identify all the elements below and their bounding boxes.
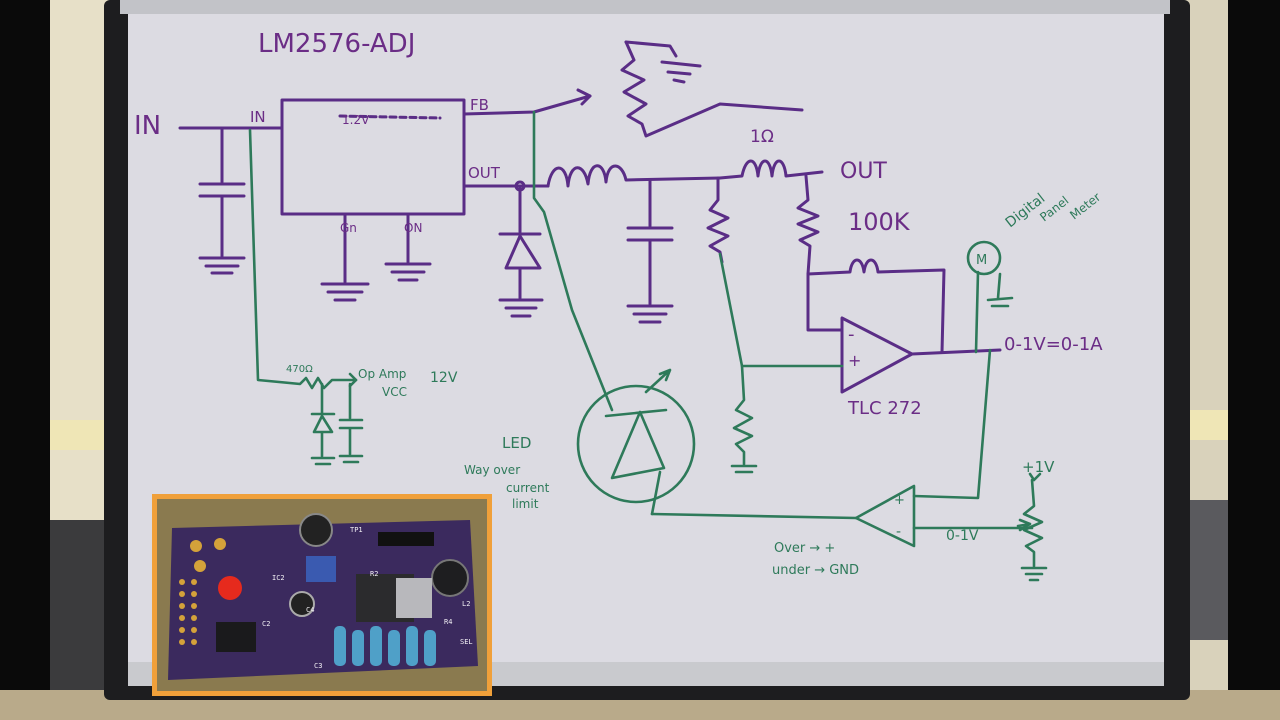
pcb-photo-inset: TP1 IC2 R2 L2 C2 C3 C4 R4 SEL — [152, 494, 492, 696]
comparator-minus: - — [896, 524, 901, 540]
label-out-right: OUT — [840, 159, 887, 184]
label-scale: 0-1V=0-1A — [1004, 334, 1103, 355]
label-0-1v: 0-1V — [946, 528, 979, 544]
plus-1v-arrow — [1028, 472, 1042, 482]
led-to-comparator — [650, 512, 858, 520]
pcb-large-cap — [431, 559, 469, 597]
comparator-triangle — [854, 484, 916, 548]
fb-arrow — [576, 88, 592, 106]
vcc-capacitor — [338, 382, 364, 464]
pcb-pads — [179, 538, 226, 645]
top-rail — [120, 0, 1170, 14]
reference-line — [338, 114, 442, 120]
pcb-trimmer — [306, 556, 336, 582]
label-current: current — [506, 481, 550, 495]
label-way-over: Way over — [464, 463, 520, 477]
led-light-arrow — [644, 368, 672, 394]
opamp-output-wire — [910, 348, 1002, 356]
diagram-title: LM2576-ADJ — [258, 29, 415, 59]
resistor-100k — [796, 174, 820, 276]
feedback-resistor — [806, 258, 946, 354]
led-circle — [576, 384, 696, 504]
fb-to-led-wire — [532, 110, 614, 412]
label-vcc: VCC — [382, 385, 407, 399]
pot-wiper-arrow — [1016, 518, 1032, 532]
pcb-electrolytic-cap — [299, 513, 333, 547]
regulator-box — [280, 98, 466, 216]
meter-symbol: M — [976, 253, 987, 268]
svg-text:C4: C4 — [306, 606, 314, 614]
label-under: under → GND — [772, 563, 859, 578]
pcb-opamp-chip — [216, 622, 256, 652]
label-limit: limit — [512, 497, 539, 511]
divider-resistor — [706, 176, 730, 264]
zener-diode — [310, 382, 336, 466]
svg-text:SEL: SEL — [460, 638, 473, 646]
panel-meter-circle — [966, 240, 1002, 276]
opamp-plus: + — [848, 351, 861, 370]
panel-meter-wires — [974, 270, 1014, 354]
svg-text:R2: R2 — [370, 570, 378, 578]
label-in-pin: IN — [250, 108, 266, 126]
opamp-triangle — [840, 316, 914, 394]
wall-trim-left — [50, 420, 105, 450]
label-plus-1v: +1V — [1022, 458, 1055, 476]
pcb-led — [218, 576, 242, 600]
inductor — [546, 164, 722, 188]
catch-diode — [498, 184, 544, 318]
label-opamp-part: TLC 272 — [847, 398, 922, 419]
label-470-ohm: 470Ω — [286, 364, 313, 375]
label-over: Over → + — [774, 541, 835, 556]
label-ref-voltage: 1.2V — [342, 113, 370, 127]
label-in-left: IN — [134, 111, 161, 141]
label-out-pin: OUT — [468, 164, 501, 182]
output-capacitor — [626, 178, 674, 324]
pcb-regulator-tab — [396, 578, 432, 618]
svg-text:TP1: TP1 — [350, 526, 363, 534]
label-12v: 12V — [430, 370, 458, 386]
pcb-resistor-array — [334, 626, 436, 666]
label-100k: 100K — [848, 208, 911, 236]
feedback-potentiometer — [620, 40, 804, 138]
label-gnd-pin: Gn — [340, 221, 357, 235]
svg-text:R4: R4 — [444, 618, 452, 626]
pcb-silkscreen: TP1 IC2 R2 L2 C2 C3 C4 R4 SEL — [262, 526, 473, 670]
svg-text:C2: C2 — [262, 620, 270, 628]
sense-resistor — [730, 364, 758, 474]
comparator-plus: + — [894, 493, 905, 508]
vcc-branch — [248, 128, 358, 390]
svg-text:C3: C3 — [314, 662, 322, 670]
pcb-diode — [378, 532, 434, 546]
comparator-plus-wire — [912, 348, 992, 500]
input-capacitor — [198, 126, 246, 275]
led-symbol — [604, 408, 668, 516]
equipment-right — [1185, 500, 1228, 640]
svg-text:L2: L2 — [462, 600, 470, 608]
limit-circuit — [248, 110, 1048, 582]
opamp-minus: - — [848, 324, 855, 345]
label-opamp-vcc: Op Amp — [358, 367, 406, 381]
gnd-pin-ground — [320, 212, 370, 302]
left-edge — [0, 0, 50, 720]
on-pin-ground — [384, 212, 432, 282]
opamp-inverting-wire — [806, 272, 844, 332]
purple-labels: LM2576-ADJ IN IN FB OUT 1.2V Gn ON OUT 1… — [134, 29, 1103, 419]
pcb-small-cap — [289, 591, 315, 617]
label-led: LED — [502, 434, 531, 452]
pot-ground — [624, 40, 702, 84]
label-shunt: 1Ω — [750, 127, 774, 147]
label-on-pin: ON — [404, 221, 422, 235]
buck-circuit — [178, 40, 1002, 394]
right-edge — [1228, 0, 1280, 720]
limit-potentiometer — [1020, 478, 1048, 582]
equipment-left — [50, 520, 110, 720]
svg-text:IC2: IC2 — [272, 574, 285, 582]
label-fb-pin: FB — [470, 96, 489, 114]
shunt-resistor — [718, 159, 824, 180]
